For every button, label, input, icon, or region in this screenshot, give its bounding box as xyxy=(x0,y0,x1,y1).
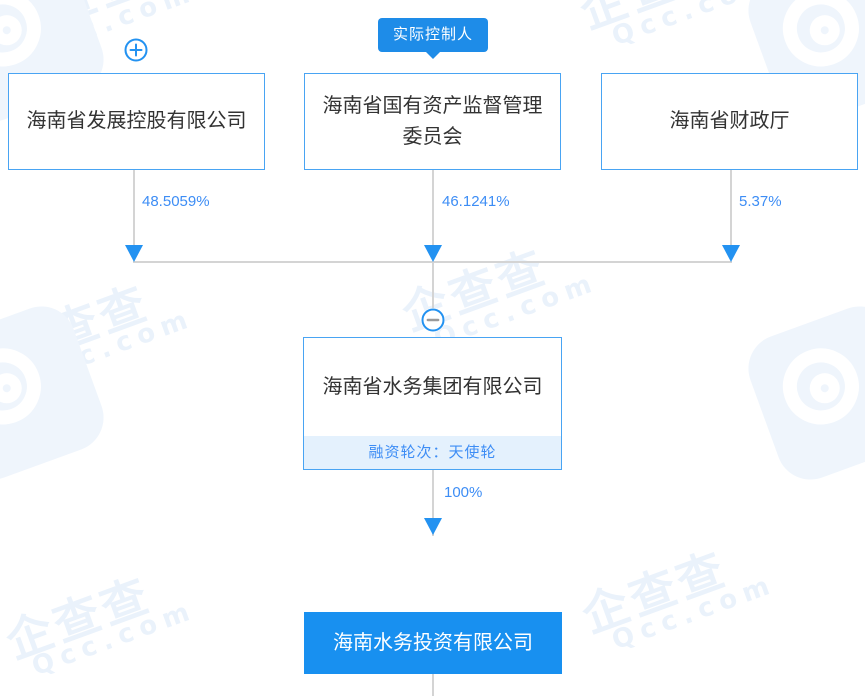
plus-icon[interactable] xyxy=(124,38,148,62)
center-company-label: 海南省水务集团有限公司 xyxy=(322,375,543,398)
center-to-subsidiary-percent: 100% xyxy=(444,484,483,501)
shareholder-node-2-label: 海南省国有资产监督管理委员会 xyxy=(322,94,543,148)
center-company-node[interactable]: 海南省水务集团有限公司 融资轮次：天使轮 xyxy=(303,337,562,470)
shareholder-3-percent: 5.37% xyxy=(739,193,782,210)
shareholder-2-percent: 46.1241% xyxy=(442,193,510,210)
minus-icon[interactable] xyxy=(421,308,445,332)
center-company-funding-round: 融资轮次：天使轮 xyxy=(304,436,561,469)
shareholder-node-3[interactable]: 海南省财政厅 xyxy=(601,73,858,170)
shareholder-node-1-label: 海南省发展控股有限公司 xyxy=(26,110,247,132)
shareholder-node-3-label: 海南省财政厅 xyxy=(669,110,790,132)
watermark-text-cn: 企查查 xyxy=(0,567,159,670)
watermark-logo-icon xyxy=(738,296,865,490)
watermark-text-en: Qcc.com xyxy=(608,569,781,657)
watermark-text-cn: 企查查 xyxy=(575,541,735,644)
subsidiary-label: 海南水务投资有限公司 xyxy=(333,631,533,654)
arrow-shareholder-3 xyxy=(722,245,740,262)
edge-subsidiary-downstream xyxy=(432,674,434,696)
watermark-text-en: Qcc.com xyxy=(26,303,199,391)
watermark-text-en: Qcc.com xyxy=(28,0,201,65)
watermark-text-en: Qcc.com xyxy=(608,0,781,53)
watermark-text-cn: 企查查 xyxy=(395,239,555,342)
shareholder-node-1[interactable]: 海南省发展控股有限公司 xyxy=(8,73,265,170)
watermark-text-cn: 企查查 xyxy=(570,0,734,42)
edge-shareholder-3 xyxy=(730,170,732,245)
watermark-logo-icon xyxy=(0,296,114,490)
watermark-text-en: Qcc.com xyxy=(28,595,201,683)
subsidiary-node[interactable]: 海南水务投资有限公司 xyxy=(304,612,562,674)
arrow-shareholder-2 xyxy=(424,245,442,262)
actual-controller-badge: 实际控制人 xyxy=(378,18,488,59)
actual-controller-badge-label: 实际控制人 xyxy=(392,26,473,43)
edge-bus-to-center xyxy=(432,261,434,321)
shareholder-node-2[interactable]: 海南省国有资产监督管理委员会 xyxy=(304,73,561,170)
edge-shareholder-1 xyxy=(133,170,135,245)
watermark-text-cn: 企查查 xyxy=(0,275,157,378)
arrow-center-to-subsidiary xyxy=(424,518,442,535)
edge-center-to-subsidiary xyxy=(432,470,434,536)
edge-shareholder-2 xyxy=(432,170,434,245)
arrow-shareholder-1 xyxy=(125,245,143,262)
shareholder-1-percent: 48.5059% xyxy=(142,193,210,210)
